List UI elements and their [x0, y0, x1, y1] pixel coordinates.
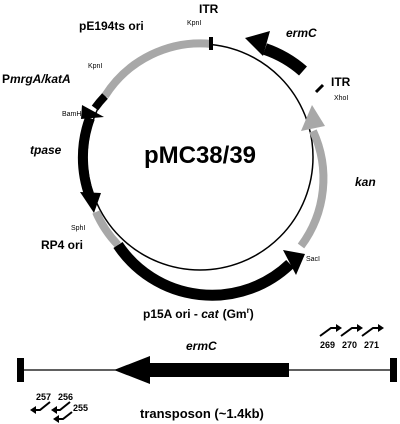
- primer-256-arrow: [55, 401, 71, 411]
- kpni-left-site: KpnI: [88, 63, 102, 70]
- transposon-left-end: [17, 358, 24, 382]
- primer-255-arrow: [57, 411, 73, 420]
- pe194ts-ori-label: pE194ts ori: [79, 19, 144, 33]
- kan-label: kan: [355, 175, 376, 189]
- promoter-arrowhead: [81, 105, 104, 119]
- primer-271-arrow: [361, 327, 380, 337]
- promoter-segment: [91, 93, 108, 111]
- ermc-segment: [262, 43, 307, 76]
- transposon-ermc-arrow: [114, 356, 289, 384]
- primer-270-head: [357, 324, 363, 332]
- kan-segment: [297, 129, 328, 249]
- promoter-name: mrgA/katA: [10, 72, 71, 86]
- saci-site: SacI: [306, 256, 320, 263]
- rp4-ori-segment: [92, 210, 121, 248]
- cat-text: cat: [201, 307, 219, 321]
- rp4-ori-label: RP4 ori: [41, 238, 83, 252]
- bamhi-site: BamHI: [62, 111, 83, 118]
- tpase-segment: [77, 116, 95, 199]
- primer-271-label: 271: [364, 340, 379, 350]
- primer-269-head: [336, 324, 342, 332]
- gm-text: (Gm: [223, 307, 247, 321]
- plasmid-name: pMC38/39: [144, 142, 256, 169]
- primer-270-label: 270: [342, 340, 357, 350]
- primer-256-label: 256: [58, 392, 73, 402]
- ermc-arrowhead: [245, 31, 270, 56]
- primer-257-label: 257: [36, 392, 51, 402]
- promoter-label: PmrgA/katA: [2, 72, 71, 86]
- primer-257-arrow: [34, 401, 51, 411]
- primer-269-label: 269: [320, 340, 335, 350]
- transposon-ermc-label: ermC: [186, 339, 217, 353]
- itr-top-marker: [209, 37, 213, 50]
- primer-255-label: 255: [73, 403, 88, 413]
- p15a-cat-arrowhead: [283, 250, 305, 275]
- primer-256-head: [51, 406, 57, 414]
- sphi-site: SphI: [71, 225, 85, 232]
- transposon-caption: transposon (~1.4kb): [140, 406, 264, 421]
- primer-269-arrow: [319, 327, 338, 337]
- kpni-top-site: KpnI: [187, 20, 201, 27]
- promoter-prefix: P: [2, 72, 10, 86]
- p15a-cat-label: p15A ori - cat (Gmr): [143, 306, 254, 321]
- pe194ts-ori-segment: [101, 39, 213, 99]
- p15a-cat-segment: [113, 241, 294, 301]
- primer-271-head: [378, 324, 384, 332]
- gm-close: ): [250, 307, 254, 321]
- tpase-arrowhead: [80, 192, 101, 213]
- itr-top-label: ITR: [199, 2, 219, 16]
- p15a-text: p15A ori -: [143, 307, 201, 321]
- primer-255-head: [53, 415, 59, 423]
- itr-right-marker: [314, 83, 325, 94]
- itr-right-label: ITR: [331, 75, 351, 89]
- gm-superscript: r: [247, 306, 250, 315]
- xhoi-site: XhoI: [334, 95, 348, 102]
- transposon-right-end: [390, 358, 397, 382]
- primer-257-head: [30, 406, 36, 414]
- ermc-plasmid-label: ermC: [286, 26, 317, 40]
- kan-arrowhead: [301, 105, 325, 131]
- tpase-label: tpase: [30, 143, 62, 157]
- primer-270-arrow: [340, 327, 359, 337]
